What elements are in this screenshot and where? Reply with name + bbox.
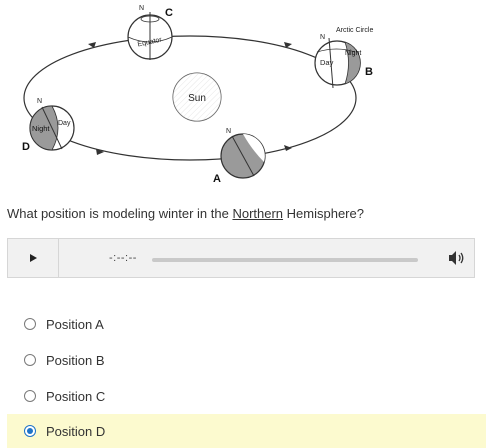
radio-button-a[interactable]	[24, 318, 36, 330]
night-label-b: Night	[345, 50, 361, 57]
audio-progress-track[interactable]	[152, 258, 418, 262]
globe-a: N A	[213, 128, 266, 185]
north-label-c: N	[139, 5, 144, 12]
north-label-a: N	[226, 128, 231, 135]
question-text-after: Hemisphere?	[283, 206, 364, 221]
position-label-c: C	[165, 7, 173, 19]
day-label-b: Day	[320, 58, 334, 67]
option-position-c[interactable]: Position C	[7, 379, 486, 413]
orbit-arrow-bottom-left	[96, 149, 104, 155]
question-text-underlined: Northern	[232, 206, 284, 221]
option-label-d: Position D	[46, 423, 106, 439]
arctic-circle-label: Arctic Circle	[336, 27, 373, 34]
day-label-d: Day	[58, 120, 71, 127]
position-label-a: A	[213, 173, 221, 185]
radio-button-b[interactable]	[24, 354, 36, 366]
option-position-b[interactable]: Position B	[7, 343, 486, 377]
orbit-path	[23, 35, 357, 161]
sun-label: Sun	[188, 93, 206, 104]
globe-d: N Night Day D	[22, 98, 75, 153]
night-label-d: Night	[32, 124, 50, 133]
orbit-arrow-top-right	[284, 42, 292, 48]
option-position-d[interactable]: Position D	[7, 414, 486, 448]
orbit-arrow-top-left	[88, 42, 96, 48]
north-label-d: N	[37, 98, 42, 105]
sun: Sun	[172, 72, 222, 122]
play-button[interactable]	[8, 239, 59, 277]
volume-icon[interactable]	[448, 250, 466, 266]
option-position-a[interactable]: Position A	[7, 307, 486, 341]
position-label-b: B	[365, 66, 373, 78]
radio-button-c[interactable]	[24, 390, 36, 402]
option-label-a: Position A	[46, 316, 104, 332]
audio-player: -:--:--	[7, 238, 475, 278]
orbit-diagram: Sun Equator N C Arctic Circle N Day Nigh…	[22, 5, 373, 185]
option-label-b: Position B	[46, 352, 105, 368]
play-icon	[30, 254, 37, 262]
question-text: What position is modeling winter in the …	[7, 206, 364, 221]
globe-c: Equator N C	[127, 5, 173, 60]
option-label-c: Position C	[46, 388, 106, 404]
orbit-arrow-bottom-right	[284, 145, 292, 151]
globe-b: Arctic Circle N Day Night B	[314, 27, 373, 89]
radio-button-d[interactable]	[24, 425, 36, 437]
position-label-d: D	[22, 141, 30, 153]
north-label-b: N	[320, 34, 325, 41]
question-text-before: What position is modeling winter in the	[7, 206, 233, 221]
audio-time: -:--:--	[109, 252, 137, 264]
